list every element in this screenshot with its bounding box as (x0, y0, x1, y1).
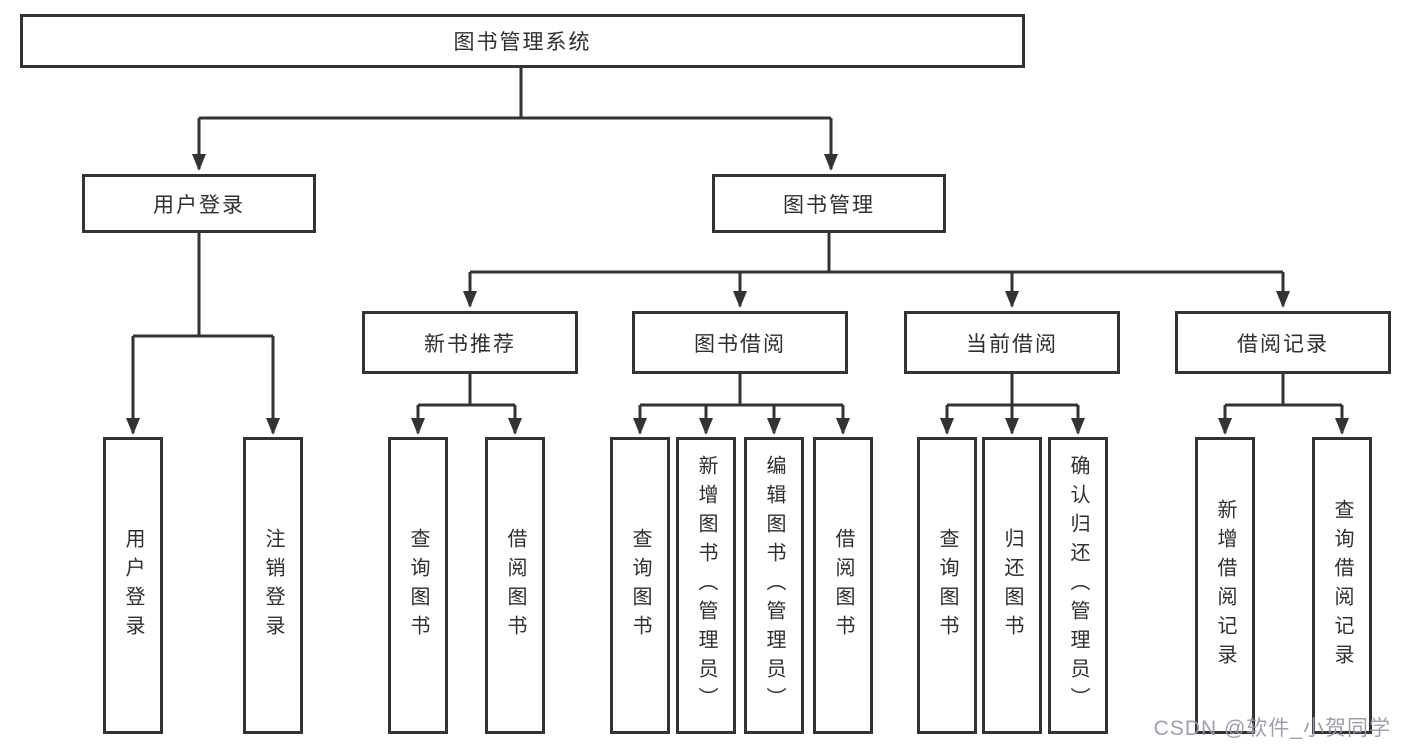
node-label: 新书推荐 (424, 332, 516, 356)
leaf-label: 归还图书 (1001, 527, 1023, 644)
leaf-label: 用户登录 (122, 527, 144, 644)
leaf-logout: 注销登录 (243, 437, 303, 734)
leaf-confirm-return-admin: 确认归还（管理员） (1048, 437, 1108, 734)
leaf-label: 查询图书 (407, 527, 429, 644)
leaf-borrow-books: 借阅图书 (813, 437, 873, 734)
leaf-query-books-current: 查询图书 (917, 437, 977, 734)
leaf-query-books-borrowing: 查询图书 (610, 437, 670, 734)
leaf-add-books-admin: 新增图书（管理员） (676, 437, 736, 734)
leaf-label: 查询借阅记录 (1331, 498, 1353, 673)
node-borrowing-records: 借阅记录 (1175, 311, 1391, 374)
node-label: 当前借阅 (966, 332, 1058, 356)
leaf-label: 新增图书（管理员） (695, 455, 717, 716)
leaf-label: 注销登录 (262, 527, 284, 644)
leaf-edit-books-admin: 编辑图书（管理员） (744, 437, 804, 734)
leaf-return-books: 归还图书 (982, 437, 1042, 734)
node-library-management-system: 图书管理系统 (20, 14, 1025, 68)
node-label: 图书借阅 (694, 332, 786, 356)
node-new-book-recommendation: 新书推荐 (362, 311, 578, 374)
node-label: 图书管理 (783, 193, 875, 217)
node-label: 图书管理系统 (453, 31, 592, 54)
watermark: CSDN @软件_小贺同学 (1153, 717, 1391, 740)
node-book-borrowing: 图书借阅 (632, 311, 848, 374)
leaf-label: 确认归还（管理员） (1067, 455, 1089, 716)
leaf-label: 借阅图书 (504, 527, 526, 644)
leaf-label: 查询图书 (629, 527, 651, 644)
leaf-query-books-recommend: 查询图书 (388, 437, 448, 734)
leaf-label: 编辑图书（管理员） (763, 455, 785, 716)
leaf-user-login: 用户登录 (103, 437, 163, 734)
leaf-query-borrow-record: 查询借阅记录 (1312, 437, 1372, 734)
node-user-login: 用户登录 (82, 174, 316, 233)
node-label: 用户登录 (153, 193, 245, 217)
leaf-label: 查询图书 (936, 527, 958, 644)
node-book-management: 图书管理 (712, 174, 946, 233)
leaf-borrow-books-recommend: 借阅图书 (485, 437, 545, 734)
leaf-add-borrow-record: 新增借阅记录 (1195, 437, 1255, 734)
leaf-label: 新增借阅记录 (1214, 498, 1236, 673)
node-current-borrowing: 当前借阅 (904, 311, 1120, 374)
node-label: 借阅记录 (1237, 332, 1329, 356)
leaf-label: 借阅图书 (832, 527, 854, 644)
